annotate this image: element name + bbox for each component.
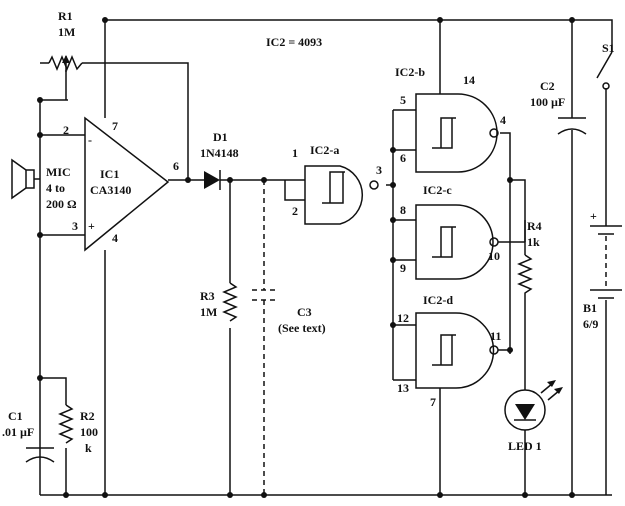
ic1-pin-2: 2 <box>63 123 69 137</box>
resistor-r2 <box>58 404 74 444</box>
mic-spec-1: 4 to <box>46 181 65 195</box>
ic2b-pin-4: 4 <box>500 113 506 127</box>
nand-gate-ic2b <box>415 93 499 173</box>
c1-value: .01 µF <box>2 425 34 439</box>
c1-ref: C1 <box>8 409 23 423</box>
ic1-plus-label: + <box>88 219 95 233</box>
ic2d-pin-11: 11 <box>490 329 501 343</box>
ic2b-pin-14: 14 <box>463 73 475 87</box>
nand-gate-ic2c <box>415 204 499 280</box>
c3-ref: C3 <box>297 305 312 319</box>
ic1-pin-3: 3 <box>72 219 78 233</box>
c3-note: (See text) <box>278 321 326 335</box>
c2-value: 100 µF <box>530 95 565 109</box>
ic2d-pin-12: 12 <box>397 311 409 325</box>
ic2c-pin-8: 8 <box>400 203 406 217</box>
diode-d1 <box>204 170 221 190</box>
ic2b-ref: IC2-b <box>395 65 425 79</box>
nand-gate-ic2a <box>304 165 379 225</box>
r4-value: 1k <box>527 235 540 249</box>
ic2d-pin-7: 7 <box>430 395 436 409</box>
r2-unit: k <box>85 441 92 455</box>
ic1-ref: IC1 <box>100 167 119 181</box>
ic2a-ref: IC2-a <box>310 143 339 157</box>
d1-part: 1N4148 <box>200 146 239 160</box>
junction-dots <box>37 17 575 498</box>
s1-ref: S1 <box>602 41 615 55</box>
ic2d-ref: IC2-d <box>423 293 453 307</box>
ic1-pin-4: 4 <box>112 231 118 245</box>
ic2a-pin-1: 1 <box>292 146 298 160</box>
mic-spec-2: 200 Ω <box>46 197 77 211</box>
led1-ref: LED 1 <box>508 439 542 453</box>
ic2a-pin-3: 3 <box>376 163 382 177</box>
r1-ref: R1 <box>58 9 73 23</box>
ic1-part: CA3140 <box>90 183 131 197</box>
ic2b-pin-6: 6 <box>400 151 406 165</box>
r1-value: 1M <box>58 25 75 39</box>
ic2d-pin-13: 13 <box>397 381 409 395</box>
ic2a-pin-2: 2 <box>292 204 298 218</box>
r3-ref: R3 <box>200 289 215 303</box>
ic2-note: IC2 = 4093 <box>266 35 322 49</box>
ic1-pin-7: 7 <box>112 119 118 133</box>
c2-ref: C2 <box>540 79 555 93</box>
microphone-icon <box>11 158 40 200</box>
capacitor-c3 <box>252 180 276 495</box>
switch-s1 <box>596 51 613 90</box>
ic1-minus-label: - <box>88 133 92 147</box>
r4-ref: R4 <box>527 219 542 233</box>
b1-ref: B1 <box>583 301 597 315</box>
nand-gate-ic2d <box>415 312 499 389</box>
b1-plus-label: + <box>590 209 597 223</box>
r3-value: 1M <box>200 305 217 319</box>
ic2b-pin-5: 5 <box>400 93 406 107</box>
ic1-pin-6: 6 <box>173 159 179 173</box>
resistor-r4 <box>517 254 533 300</box>
mic-ref: MIC <box>46 165 71 179</box>
b1-value: 6/9 <box>583 317 598 331</box>
resistor-r1 <box>48 55 83 72</box>
capacitor-c2 <box>557 117 587 135</box>
ic2c-pin-10: 10 <box>488 249 500 263</box>
battery-b1 <box>590 225 622 299</box>
ic2c-pin-9: 9 <box>400 261 406 275</box>
capacitor-c1 <box>25 447 55 463</box>
r2-value: 100 <box>80 425 98 439</box>
resistor-r3 <box>222 282 238 322</box>
r2-ref: R2 <box>80 409 95 423</box>
d1-ref: D1 <box>213 130 228 144</box>
led-icon <box>504 380 563 431</box>
wires <box>39 19 613 496</box>
ic2c-ref: IC2-c <box>423 183 452 197</box>
opamp-ic1 <box>84 116 170 252</box>
